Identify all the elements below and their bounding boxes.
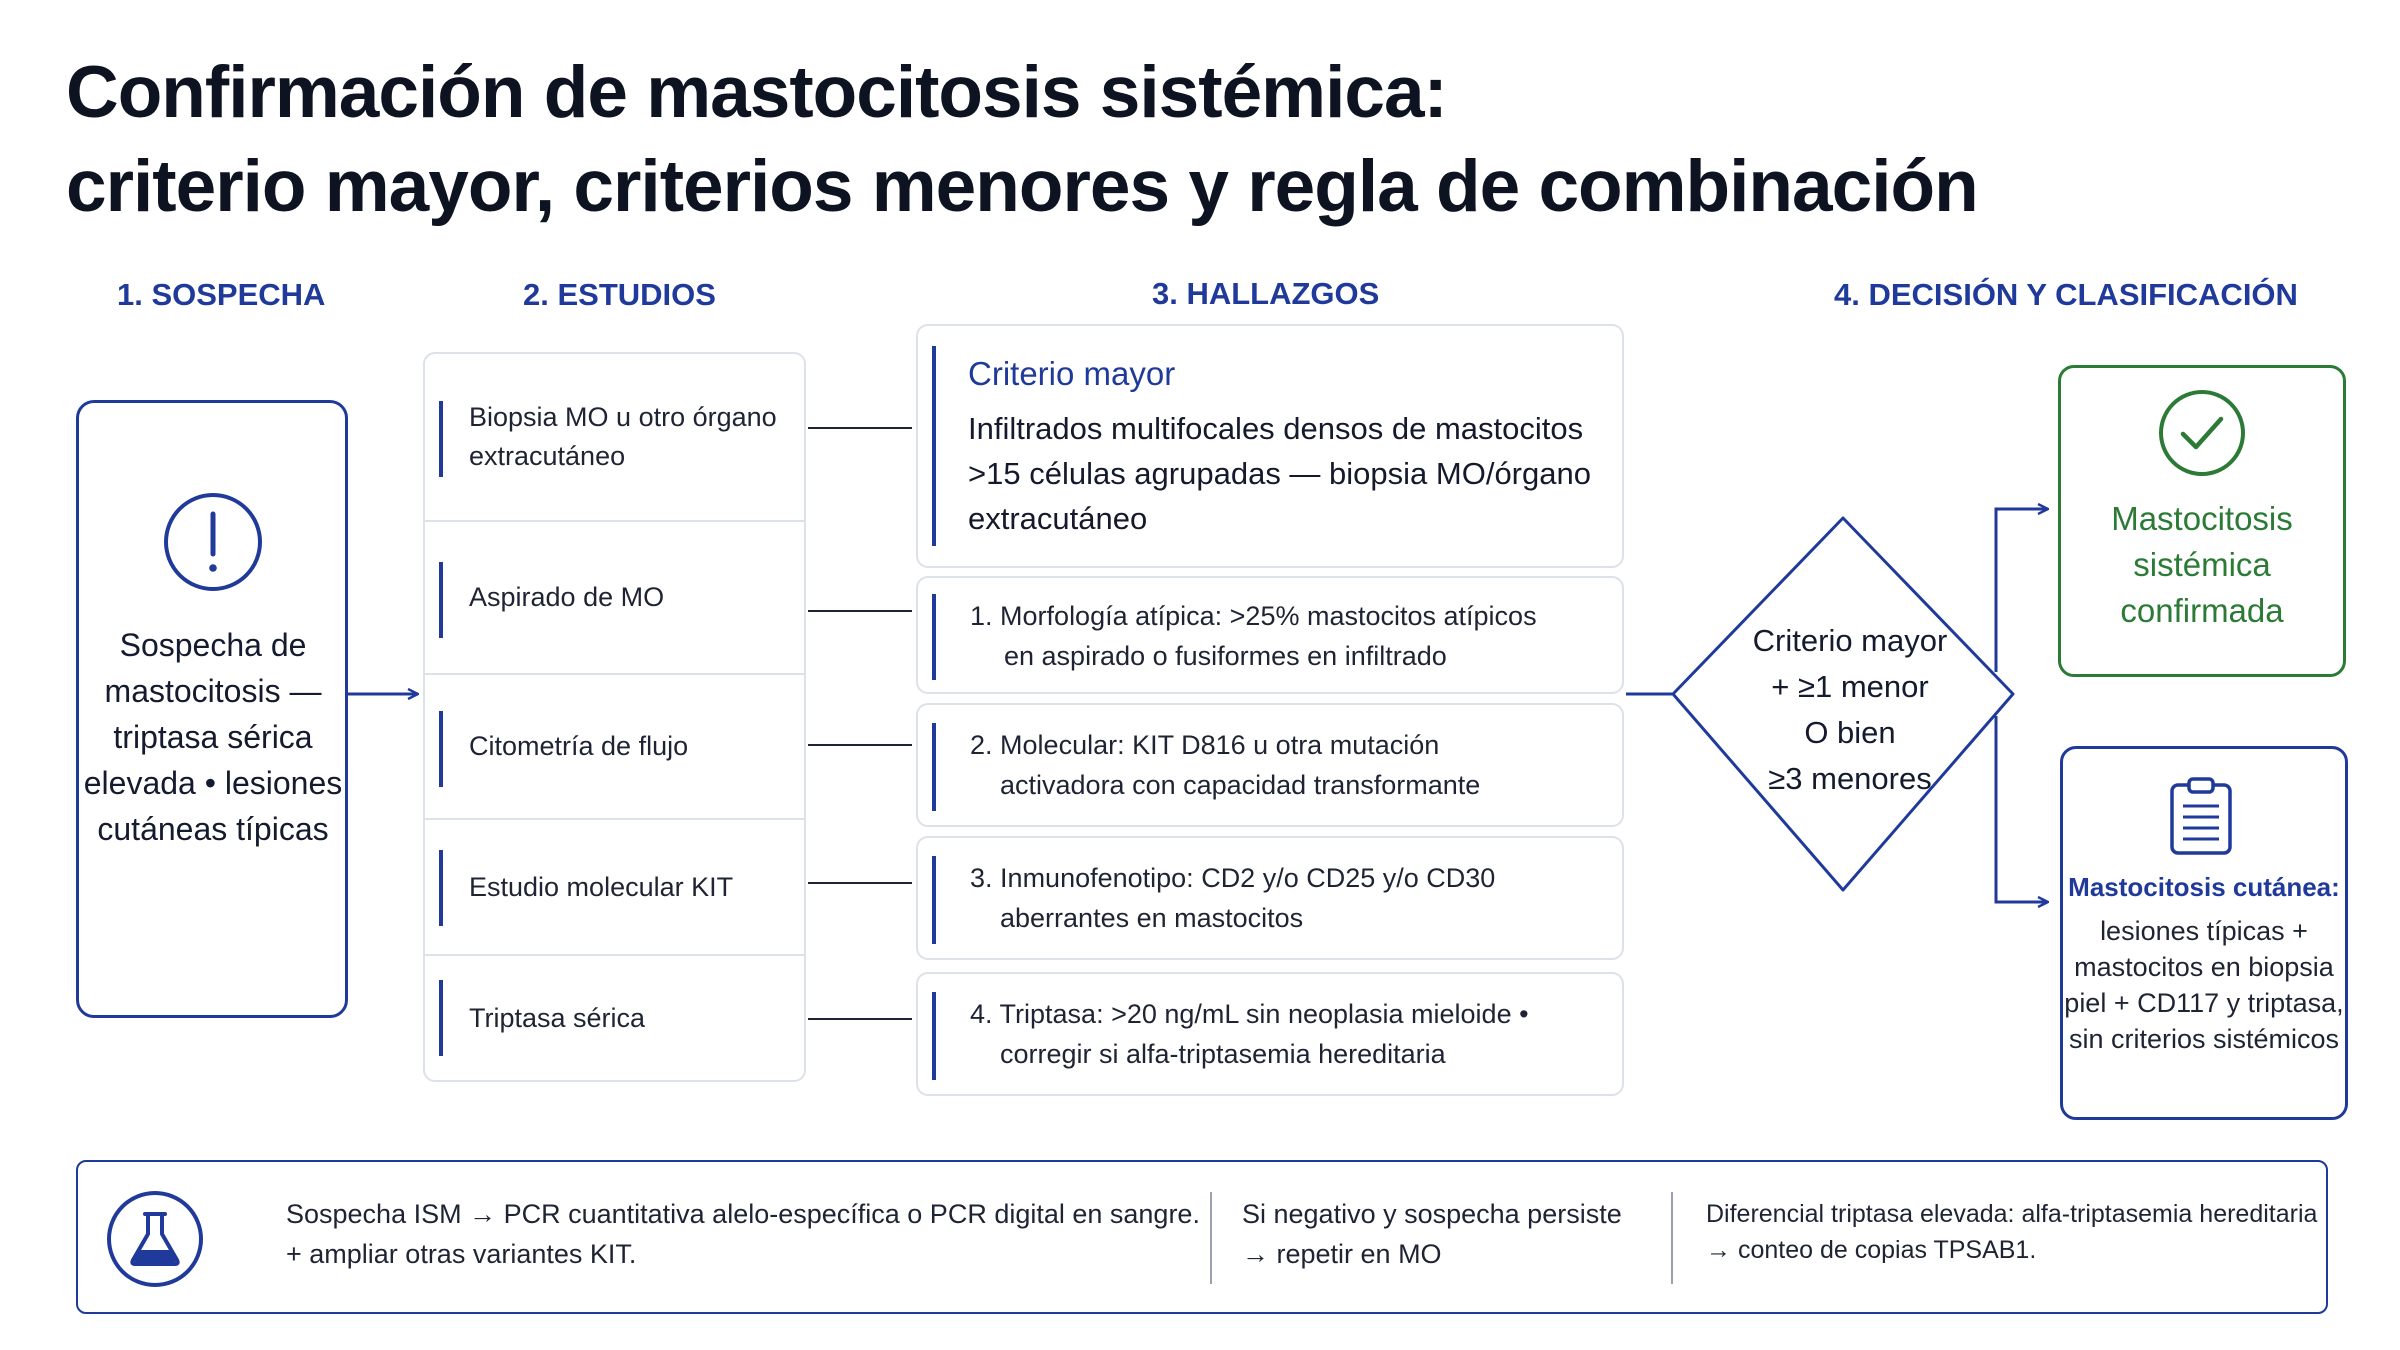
- accent-bar: [439, 562, 443, 638]
- flask-icon: [107, 1191, 203, 1287]
- minor-text: Triptasa: >20 ng/mL sin neoplasia mieloi…: [999, 999, 1529, 1029]
- study-item-kit-molecular: Estudio molecular KIT: [425, 818, 804, 954]
- confirmed-outcome-text: Mastocitosis sistémica confirmada: [2111, 500, 2293, 629]
- footer-notes-panel: [76, 1160, 2328, 1314]
- minor-number: 1.: [970, 601, 993, 631]
- rule-line: O bien: [1804, 715, 1896, 750]
- minor-criterion-4: 4. Triptasa: >20 ng/mL sin neoplasia mie…: [916, 972, 1624, 1096]
- column-heading-studies: 2. ESTUDIOS: [523, 277, 716, 312]
- accent-bar: [439, 401, 443, 477]
- footer-note-line: Diferencial triptasa elevada: alfa-tript…: [1706, 1200, 2318, 1228]
- arrow-to-confirmed: [1994, 509, 2048, 672]
- minor-criterion-2: 2. Molecular: KIT D816 u otra mutación a…: [916, 703, 1624, 827]
- title-line-2: criterio mayor, criterios menores y regl…: [66, 146, 1979, 227]
- column-heading-decision: 4. DECISIÓN Y CLASIFICACIÓN: [1834, 277, 2298, 312]
- accent-bar: [439, 980, 443, 1056]
- combination-rule: Criterio mayor + ≥1 menor O bien ≥3 meno…: [1700, 618, 2000, 802]
- rule-line: ≥3 menores: [1768, 761, 1932, 796]
- study-item-flow-cytometry: Citometría de flujo: [425, 673, 804, 818]
- cutaneous-outcome-text: lesiones típicas + mastocitos en biopsia…: [2064, 916, 2344, 1054]
- cutaneous-outcome-title: Mastocitosis cutánea:: [2068, 872, 2340, 902]
- minor-text: Morfología atípica: >25% mastocitos atíp…: [1000, 601, 1537, 631]
- footer-note-line: Si negativo y sospecha persiste: [1242, 1199, 1622, 1229]
- accent-bar: [439, 711, 443, 787]
- accent-bar: [932, 856, 936, 944]
- study-item-biopsy: Biopsia MO u otro órgano extracutáneo: [425, 354, 804, 520]
- footer-note-ism: Sospecha ISM → PCR cuantitativa alelo-es…: [286, 1194, 1216, 1274]
- minor-text: Inmunofenotipo: CD2 y/o CD25 y/o CD30: [1000, 863, 1496, 893]
- minor-criterion-3: 3. Inmunofenotipo: CD2 y/o CD25 y/o CD30…: [916, 836, 1624, 960]
- major-criterion-card: Criterio mayor Infiltrados multifocales …: [916, 324, 1624, 568]
- clipboard-icon: [2170, 777, 2232, 855]
- suspicion-text: Sospecha de mastocitosis — triptasa séri…: [83, 627, 343, 847]
- rule-line: + ≥1 menor: [1771, 669, 1929, 704]
- minor-number: 4.: [970, 999, 993, 1029]
- study-label: Triptasa sérica: [469, 1002, 646, 1033]
- footer-note-line: → conteo de copias TPSAB1.: [1706, 1236, 2037, 1264]
- footer-note-differential: Diferencial triptasa elevada: alfa-tript…: [1706, 1196, 2326, 1268]
- minor-number: 2.: [970, 730, 993, 760]
- study-item-serum-tryptase: Triptasa sérica: [425, 954, 804, 1080]
- accent-bar: [932, 594, 936, 680]
- minor-text-line-2: corregir si alfa-triptasemia hereditaria: [1000, 1039, 1446, 1069]
- footer-note-line: Sospecha ISM → PCR cuantitativa alelo-es…: [286, 1199, 1200, 1229]
- minor-text-line-2: activadora con capacidad transformante: [1000, 770, 1481, 800]
- study-label: Aspirado de MO: [469, 582, 665, 612]
- title-line-1: Confirmación de mastocitosis sistémica:: [66, 52, 1448, 133]
- footer-note-line: → repetir en MO: [1242, 1239, 1442, 1269]
- footer-note-repeat: Si negativo y sospecha persiste → repeti…: [1242, 1194, 1642, 1274]
- arrow-to-cutaneous: [1994, 716, 2048, 902]
- check-circle-icon: [2159, 390, 2245, 476]
- minor-text-line-2: aberrantes en mastocitos: [1000, 903, 1304, 933]
- footer-note-line: + ampliar otras variantes KIT.: [286, 1239, 637, 1269]
- column-heading-findings: 3. HALLAZGOS: [1152, 276, 1380, 311]
- cutaneous-outcome-box: [2060, 746, 2348, 1120]
- study-label: Estudio molecular KIT: [469, 871, 734, 902]
- minor-text: Molecular: KIT D816 u otra mutación: [1000, 730, 1440, 760]
- accent-bar: [932, 346, 936, 546]
- major-criterion-text: Infiltrados multifocales densos de masto…: [968, 411, 1591, 536]
- accent-bar: [439, 850, 443, 926]
- page-title: Confirmación de mastocitosis sistémica: …: [66, 46, 2266, 234]
- study-label: Biopsia MO u otro órgano extracutáneo: [469, 402, 777, 471]
- accent-bar: [932, 992, 936, 1080]
- study-label: Citometría de flujo: [469, 731, 689, 761]
- decision-diamond: [1671, 516, 2015, 892]
- alert-circle-icon: [164, 493, 262, 591]
- studies-panel: Biopsia MO u otro órgano extracutáneo As…: [423, 352, 806, 1082]
- footer-divider: [1671, 1192, 1673, 1284]
- minor-text-line-2: en aspirado o fusiformes en infiltrado: [1004, 641, 1447, 671]
- major-criterion-heading: Criterio mayor: [968, 355, 1176, 392]
- accent-bar: [932, 723, 936, 811]
- suspicion-box: [76, 400, 348, 1018]
- study-item-aspirate: Aspirado de MO: [425, 520, 804, 673]
- column-heading-suspicion: 1. SOSPECHA: [117, 277, 326, 312]
- rule-line: Criterio mayor: [1752, 623, 1948, 658]
- footer-divider: [1210, 1192, 1212, 1284]
- confirmed-outcome-box: [2058, 365, 2346, 677]
- minor-criterion-1: 1. Morfología atípica: >25% mastocitos a…: [916, 576, 1624, 694]
- minor-number: 3.: [970, 863, 993, 893]
